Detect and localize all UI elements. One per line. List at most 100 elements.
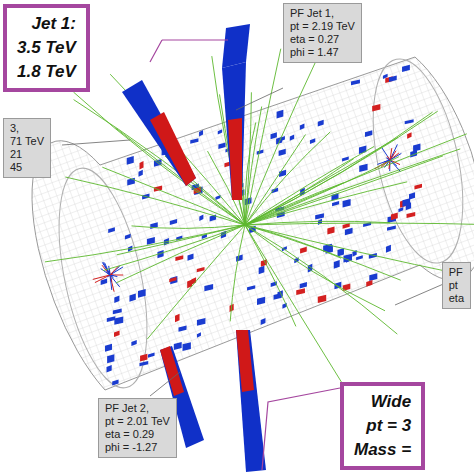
hit xyxy=(407,212,416,218)
hit xyxy=(402,65,410,72)
hit xyxy=(387,226,396,231)
track xyxy=(245,225,397,334)
wide-jet-box: Jet 1:3.5 TeV1.8 TeV xyxy=(3,4,90,92)
track xyxy=(245,134,467,225)
track xyxy=(65,177,245,225)
hit xyxy=(359,164,367,172)
track xyxy=(245,61,316,225)
hit xyxy=(300,282,307,289)
hit xyxy=(197,332,201,338)
track xyxy=(245,225,348,392)
track xyxy=(245,221,390,225)
box-heading: Wide xyxy=(354,390,411,414)
hit xyxy=(175,255,183,261)
hit xyxy=(369,273,377,281)
hit xyxy=(366,280,372,287)
hit xyxy=(114,316,123,324)
hit xyxy=(389,76,397,82)
box-line: Mass = xyxy=(354,438,411,462)
tracks xyxy=(45,49,474,392)
hit xyxy=(170,219,177,225)
hit xyxy=(296,288,305,295)
hit xyxy=(318,219,322,225)
track xyxy=(245,225,341,258)
box-line: 71 TeV xyxy=(10,135,44,148)
track xyxy=(147,225,245,339)
track xyxy=(132,225,246,228)
hit xyxy=(402,198,410,206)
hit xyxy=(372,104,380,112)
hit xyxy=(290,135,294,141)
track xyxy=(74,100,245,225)
hit xyxy=(148,352,155,357)
box-heading: PF xyxy=(449,266,464,279)
box-line: pt = 2.01 TeV xyxy=(105,415,170,428)
jet-info-box: 3,71 TeV2145 xyxy=(3,118,51,178)
hit xyxy=(279,149,286,156)
hit xyxy=(318,295,326,303)
hit xyxy=(199,130,203,137)
track xyxy=(116,225,245,283)
hit xyxy=(315,213,324,219)
track xyxy=(245,112,433,225)
track xyxy=(245,137,398,225)
track xyxy=(245,107,262,226)
hit xyxy=(114,330,120,337)
box-line: 3.5 TeV xyxy=(17,36,76,60)
hit xyxy=(140,354,147,362)
box-line: 21 xyxy=(10,148,44,161)
endcap-hit xyxy=(95,275,110,283)
hit xyxy=(365,130,372,137)
box-line: eta xyxy=(449,292,464,305)
leader-lines xyxy=(150,40,340,470)
hit xyxy=(140,161,144,169)
hit xyxy=(318,120,324,127)
hit xyxy=(197,318,205,326)
box-line: eta = 0.27 xyxy=(290,33,355,46)
hit xyxy=(204,284,213,291)
hit xyxy=(112,379,118,385)
track xyxy=(245,225,296,326)
hit xyxy=(274,293,282,300)
hit xyxy=(190,138,198,143)
hit xyxy=(300,123,305,130)
pointer-lines xyxy=(62,88,448,396)
hit xyxy=(108,227,115,233)
hit xyxy=(257,297,265,305)
hit xyxy=(129,294,135,302)
endcap-hit xyxy=(107,271,110,275)
hit xyxy=(178,325,186,331)
hit xyxy=(407,132,411,138)
box-heading: 3, xyxy=(10,122,44,135)
wide-jet-box: Widept = 3Mass = xyxy=(340,382,425,470)
track xyxy=(102,167,245,225)
hit xyxy=(138,289,146,298)
track xyxy=(245,111,438,225)
hit xyxy=(391,213,398,221)
hit xyxy=(343,223,350,229)
hit xyxy=(334,260,340,269)
hit xyxy=(271,132,277,139)
box-heading: Jet 1: xyxy=(17,12,76,36)
hit xyxy=(310,138,315,144)
box-line: 1.8 TeV xyxy=(17,60,76,84)
hit xyxy=(337,248,343,256)
hit xyxy=(300,247,307,254)
hit xyxy=(405,119,414,124)
hit xyxy=(218,129,222,134)
track xyxy=(230,225,245,321)
hit xyxy=(277,110,284,119)
hit xyxy=(105,344,112,352)
box-line: phi = -1.27 xyxy=(105,441,170,454)
hit xyxy=(342,156,349,161)
hit xyxy=(332,201,339,206)
track xyxy=(245,225,470,276)
hit xyxy=(183,342,191,351)
hit xyxy=(327,227,334,235)
box-line: phi = 1.47 xyxy=(290,46,355,59)
jet-info-box: PF Jet 2,pt = 2.01 TeVeta = 0.29phi = -1… xyxy=(98,398,177,458)
track xyxy=(117,225,245,255)
hit xyxy=(414,184,422,190)
hit xyxy=(174,342,182,350)
hit xyxy=(356,255,363,260)
